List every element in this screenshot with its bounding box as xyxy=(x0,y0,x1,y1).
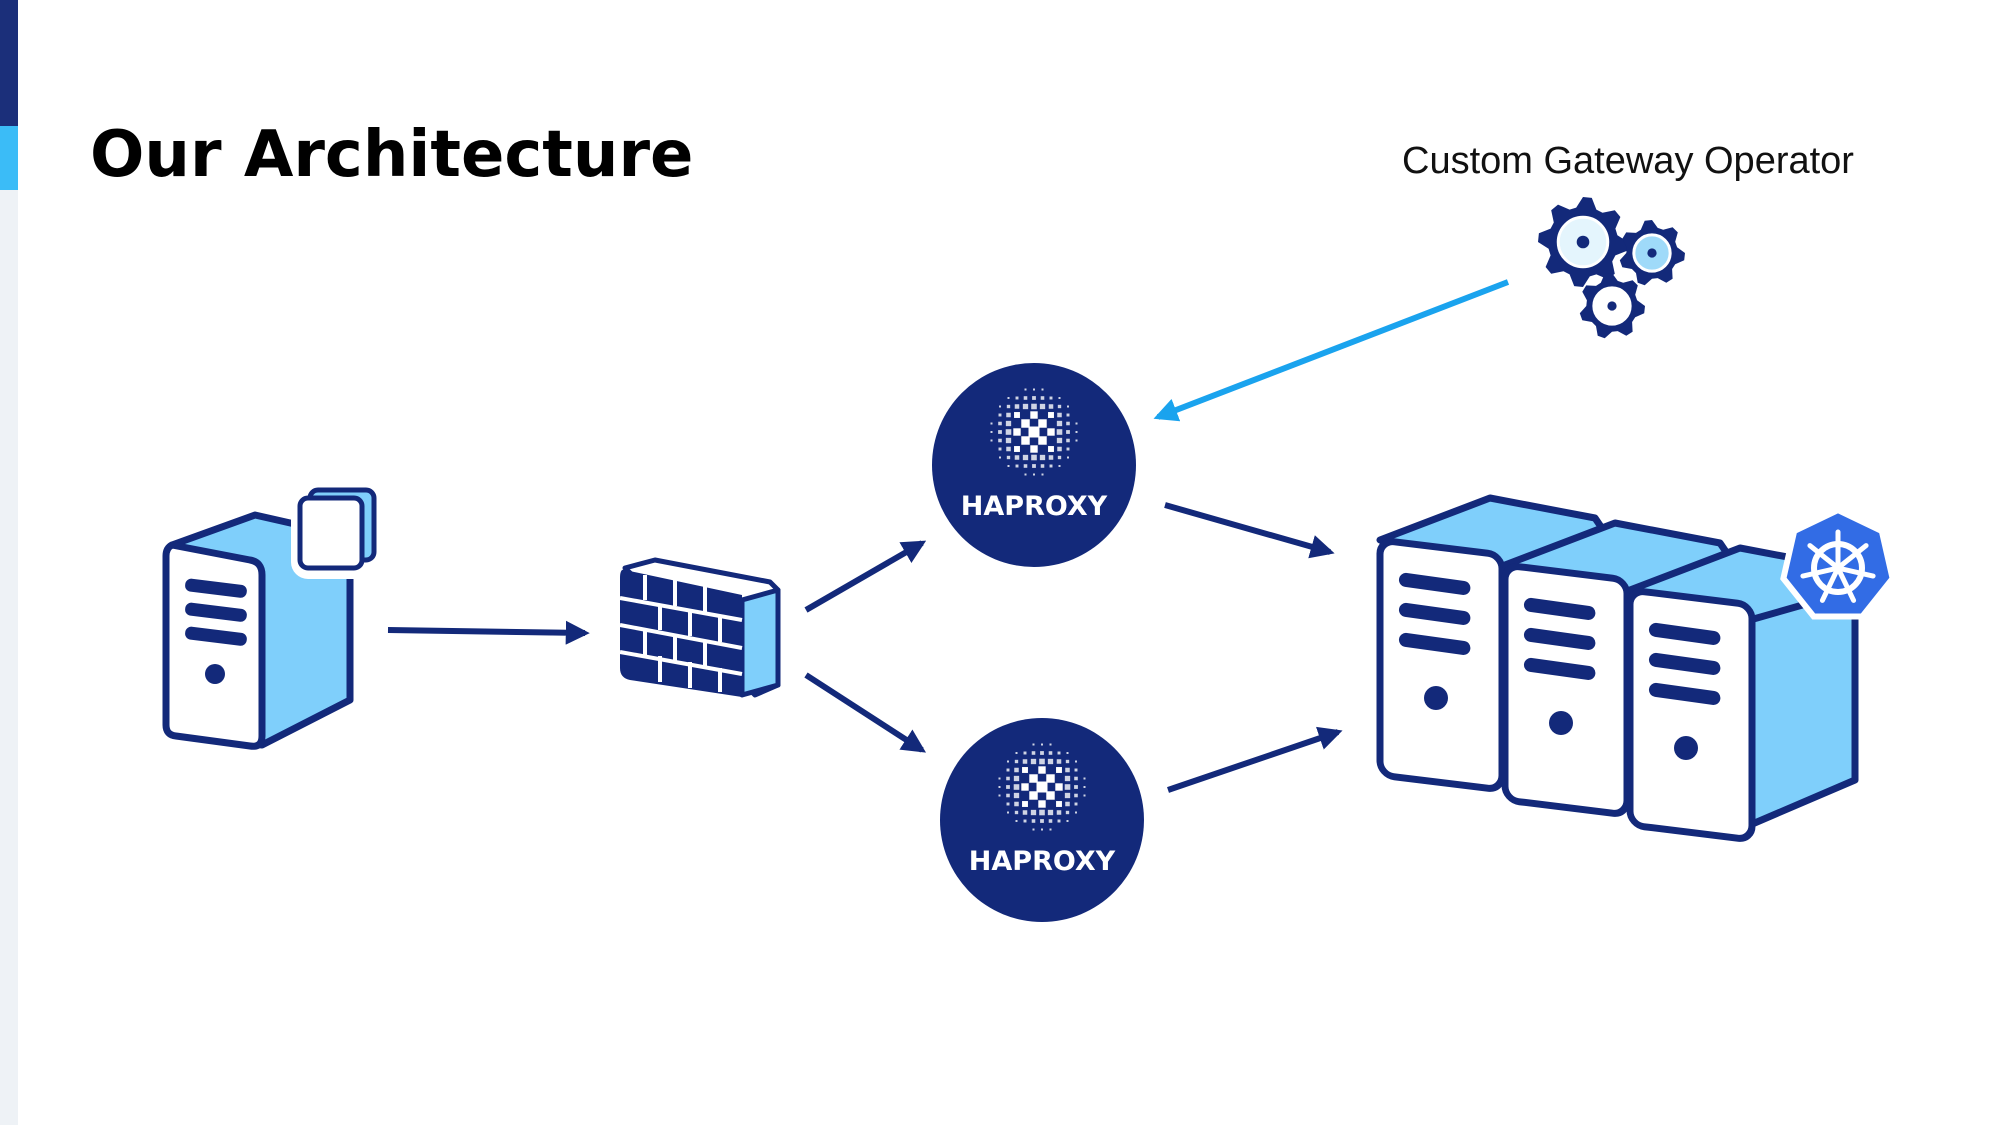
client-server-icon xyxy=(162,483,380,750)
accent-bar-dark xyxy=(0,0,18,126)
haproxy-1-node: HAPROXY xyxy=(932,363,1136,567)
edge-haproxy-1-cluster xyxy=(1164,502,1335,559)
server-tower xyxy=(1376,494,1614,792)
edge-operator-haproxy-1 xyxy=(1153,279,1510,422)
kubernetes-icon xyxy=(1780,506,1896,620)
edge-haproxy-2-cluster xyxy=(1167,726,1343,793)
edge-firewall-haproxy-1 xyxy=(804,540,927,613)
gears-icon xyxy=(1538,197,1685,339)
server-tower xyxy=(1501,519,1739,817)
firewall-icon xyxy=(619,557,781,698)
haproxy-2-label: HAPROXY xyxy=(969,846,1116,877)
edge-client-firewall xyxy=(387,620,590,645)
haproxy-1-label: HAPROXY xyxy=(961,491,1108,522)
haproxy-2-node: HAPROXY xyxy=(940,718,1144,922)
edge-firewall-haproxy-2 xyxy=(804,672,927,753)
slide-accent-bar xyxy=(0,0,18,1125)
slide-title: Our Architecture xyxy=(90,118,694,192)
operator-label: Custom Gateway Operator xyxy=(1402,140,1854,182)
accent-bar-light xyxy=(0,126,18,190)
